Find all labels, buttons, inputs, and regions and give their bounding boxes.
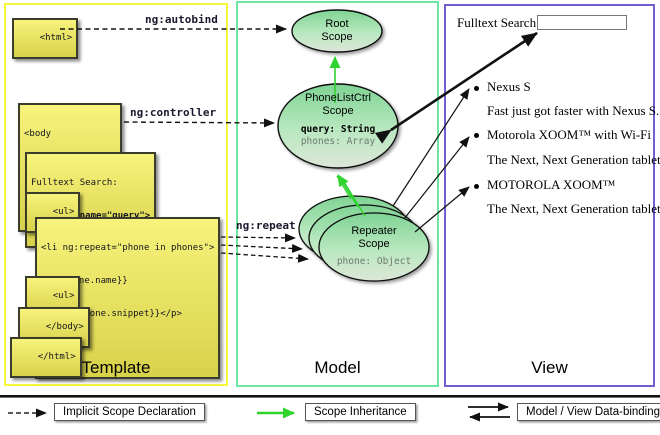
code-text: <html> <box>39 33 73 43</box>
ng-autobind-label: ng:autobind <box>145 13 218 26</box>
ng-controller-label: ng:controller <box>130 106 217 119</box>
view-item-title: Nexus S <box>487 79 531 94</box>
model-panel <box>236 1 439 387</box>
root-scope-label: Root Scope <box>292 18 382 44</box>
code-text: </html> <box>37 352 76 362</box>
legend-binding-label: Model / View Data-binding <box>517 403 660 421</box>
code-line: {{phone.name}} <box>41 276 128 286</box>
legend-inheritance-label: Scope Inheritance <box>305 403 416 421</box>
bullet-icon <box>474 184 479 189</box>
code-box-html-open: <html> <box>12 18 79 59</box>
code-box-html-close: </html> <box>10 337 82 378</box>
view-item-desc: The Next, Next Generation tablet. <box>487 201 660 216</box>
ng-repeat-label: ng:repeat <box>236 219 296 232</box>
model-column-label: Model <box>314 358 361 377</box>
code-line: Fulltext Search: <box>31 178 118 188</box>
repeater-scope-label: Repeater Scope phone: Object <box>314 225 434 268</box>
code-text: <ul> <box>52 291 75 301</box>
repeater-scope-line2: Scope <box>358 238 390 250</box>
code-text: <ul> <box>52 207 75 217</box>
view-item-desc: Fast just got faster with Nexus S. <box>487 103 660 118</box>
code-text: </body> <box>45 322 84 332</box>
view-item-title: MOTOROLA XOOM™ <box>487 177 616 192</box>
template-column-label: Template <box>81 358 151 377</box>
fulltext-search-label: Fulltext Search: <box>457 15 540 30</box>
legend-implicit-label: Implicit Scope Declaration <box>54 403 205 421</box>
bullet-icon <box>474 133 479 138</box>
ctrl-scope-prop-phones: phones: Array <box>300 136 376 147</box>
repeater-scope-prop-phone: phone: Object <box>336 256 412 267</box>
ctrl-scope-line2: Scope <box>322 105 354 117</box>
code-line: <body <box>24 129 52 139</box>
root-scope-line1: Root <box>325 18 349 30</box>
legend-separator <box>0 395 660 398</box>
view-item-title: Motorola XOOM™ with Wi-Fi <box>487 127 652 142</box>
fulltext-search-input[interactable] <box>537 15 627 30</box>
view-column-label: View <box>531 358 568 377</box>
view-panel <box>444 4 655 387</box>
ctrl-scope-prop-query: query: String <box>300 124 376 135</box>
view-item-desc: The Next, Next Generation tablet. <box>487 152 660 167</box>
code-line: <p>{{phone.snippet}}</p> <box>41 309 182 319</box>
ctrl-scope-line1: PhoneListCtrl <box>304 92 372 104</box>
code-line: <li ng:repeat="phone in phones"> <box>41 243 215 253</box>
root-scope-line2: Scope <box>321 31 353 43</box>
bullet-icon <box>474 86 479 91</box>
ctrl-scope-label: PhoneListCtrl Scope query: String phones… <box>268 92 408 148</box>
repeater-scope-line1: Repeater <box>351 225 397 237</box>
